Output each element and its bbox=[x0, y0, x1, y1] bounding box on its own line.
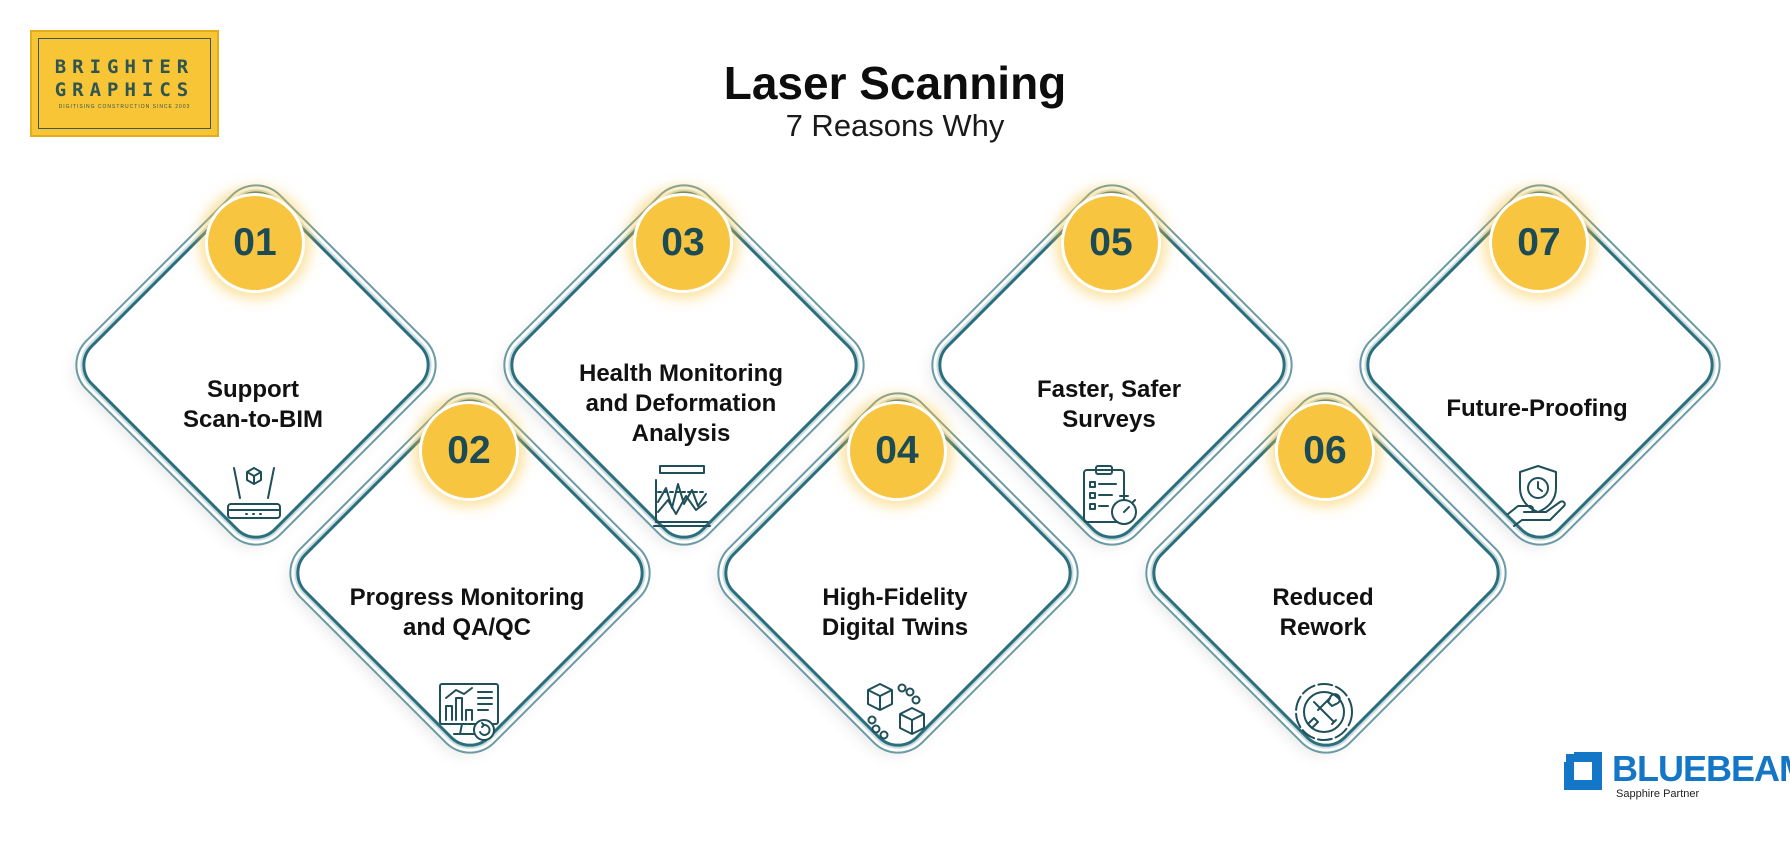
reason-number-06: 06 bbox=[1275, 401, 1375, 501]
deformation-chart-icon bbox=[653, 465, 711, 527]
reason-label-05: Faster, Safer Surveys bbox=[1036, 376, 1182, 433]
reason-number-07: 07 bbox=[1489, 193, 1589, 293]
reason-label-07: Future-Proofing bbox=[1446, 395, 1628, 422]
logo-line-1: BRIGHTER bbox=[54, 56, 195, 78]
reason-label-01: Support Scan-to-BIM bbox=[183, 376, 323, 433]
reason-number-05: 05 bbox=[1061, 193, 1161, 293]
logo-line-2: GRAPHICS bbox=[54, 79, 195, 101]
reason-label-03: Health Monitoring and Deformation Analys… bbox=[579, 360, 783, 447]
scanner-cube-icon bbox=[227, 467, 281, 519]
reason-number-04: 04 bbox=[847, 401, 947, 501]
reason-number-03: 03 bbox=[633, 193, 733, 293]
linked-cubes-icon bbox=[867, 683, 925, 740]
partner-level: Sapphire Partner bbox=[1616, 788, 1700, 800]
logo-tagline: DIGITISING CONSTRUCTION SINCE 2003 bbox=[58, 104, 191, 110]
reason-number-02: 02 bbox=[419, 401, 519, 501]
bluebeam-partner-logo: BLUEBEAM Sapphire Partner bbox=[1562, 746, 1790, 804]
logo-frame bbox=[38, 38, 211, 129]
brighter-graphics-logo: BRIGHTER GRAPHICS DIGITISING CONSTRUCTIO… bbox=[30, 30, 219, 137]
hand-shield-clock-icon bbox=[1507, 465, 1566, 527]
reason-number-01: 01 bbox=[205, 193, 305, 293]
reason-label-02: Progress Monitoring and QA/QC bbox=[349, 584, 585, 641]
tools-cycle-icon bbox=[1295, 683, 1353, 741]
bluebeam-wordmark: BLUEBEAM bbox=[1612, 748, 1790, 789]
reason-label-04: High-Fidelity Digital Twins bbox=[821, 584, 969, 641]
reason-label-06: Reduced Rework bbox=[1272, 584, 1374, 641]
page-title: Laser Scanning bbox=[723, 57, 1067, 109]
bluebeam-mark-icon bbox=[1564, 752, 1602, 790]
monitor-analytics-icon bbox=[439, 683, 499, 741]
page-subtitle: 7 Reasons Why bbox=[785, 108, 1005, 143]
clipboard-stopwatch-icon bbox=[1083, 465, 1137, 525]
